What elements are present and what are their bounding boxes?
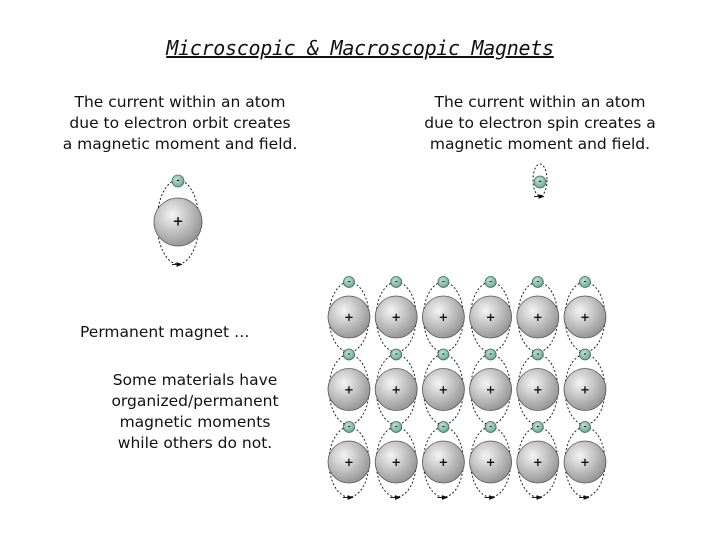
electron-minus-sign: - xyxy=(442,349,445,358)
electron-minus-sign: - xyxy=(536,277,539,286)
electron-minus-sign: - xyxy=(536,422,539,431)
electron-minus-sign: - xyxy=(584,277,587,286)
electron-minus-sign: - xyxy=(538,177,541,186)
nucleus-plus-sign: + xyxy=(486,310,496,324)
nucleus-plus-sign: + xyxy=(391,455,401,469)
nucleus-plus-sign: + xyxy=(391,310,401,324)
electron-minus-sign: - xyxy=(489,349,492,358)
electron-minus-sign: - xyxy=(395,422,398,431)
electron-minus-sign: - xyxy=(348,422,351,431)
electron-minus-sign: - xyxy=(395,277,398,286)
nucleus-plus-sign: + xyxy=(344,310,354,324)
nucleus-plus-sign: + xyxy=(439,383,449,397)
electron-minus-sign: - xyxy=(348,349,351,358)
electron-minus-sign: - xyxy=(584,349,587,358)
electron-minus-sign: - xyxy=(348,277,351,286)
nucleus-plus-sign: + xyxy=(172,215,183,230)
electron-minus-sign: - xyxy=(442,277,445,286)
nucleus-plus-sign: + xyxy=(486,455,496,469)
nucleus-plus-sign: + xyxy=(439,310,449,324)
nucleus-plus-sign: + xyxy=(344,383,354,397)
nucleus-plus-sign: + xyxy=(533,383,543,397)
electron-minus-sign: - xyxy=(176,176,179,185)
nucleus-plus-sign: + xyxy=(580,455,590,469)
nucleus-plus-sign: + xyxy=(580,383,590,397)
nucleus-plus-sign: + xyxy=(533,310,543,324)
electron-minus-sign: - xyxy=(584,422,587,431)
nucleus-plus-sign: + xyxy=(486,383,496,397)
nucleus-plus-sign: + xyxy=(439,455,449,469)
electron-minus-sign: - xyxy=(489,422,492,431)
electron-minus-sign: - xyxy=(489,277,492,286)
electron-minus-sign: - xyxy=(442,422,445,431)
electron-minus-sign: - xyxy=(536,349,539,358)
nucleus-plus-sign: + xyxy=(391,383,401,397)
nucleus-plus-sign: + xyxy=(533,455,543,469)
nucleus-plus-sign: + xyxy=(580,310,590,324)
nucleus-plus-sign: + xyxy=(344,455,354,469)
electron-minus-sign: - xyxy=(395,349,398,358)
